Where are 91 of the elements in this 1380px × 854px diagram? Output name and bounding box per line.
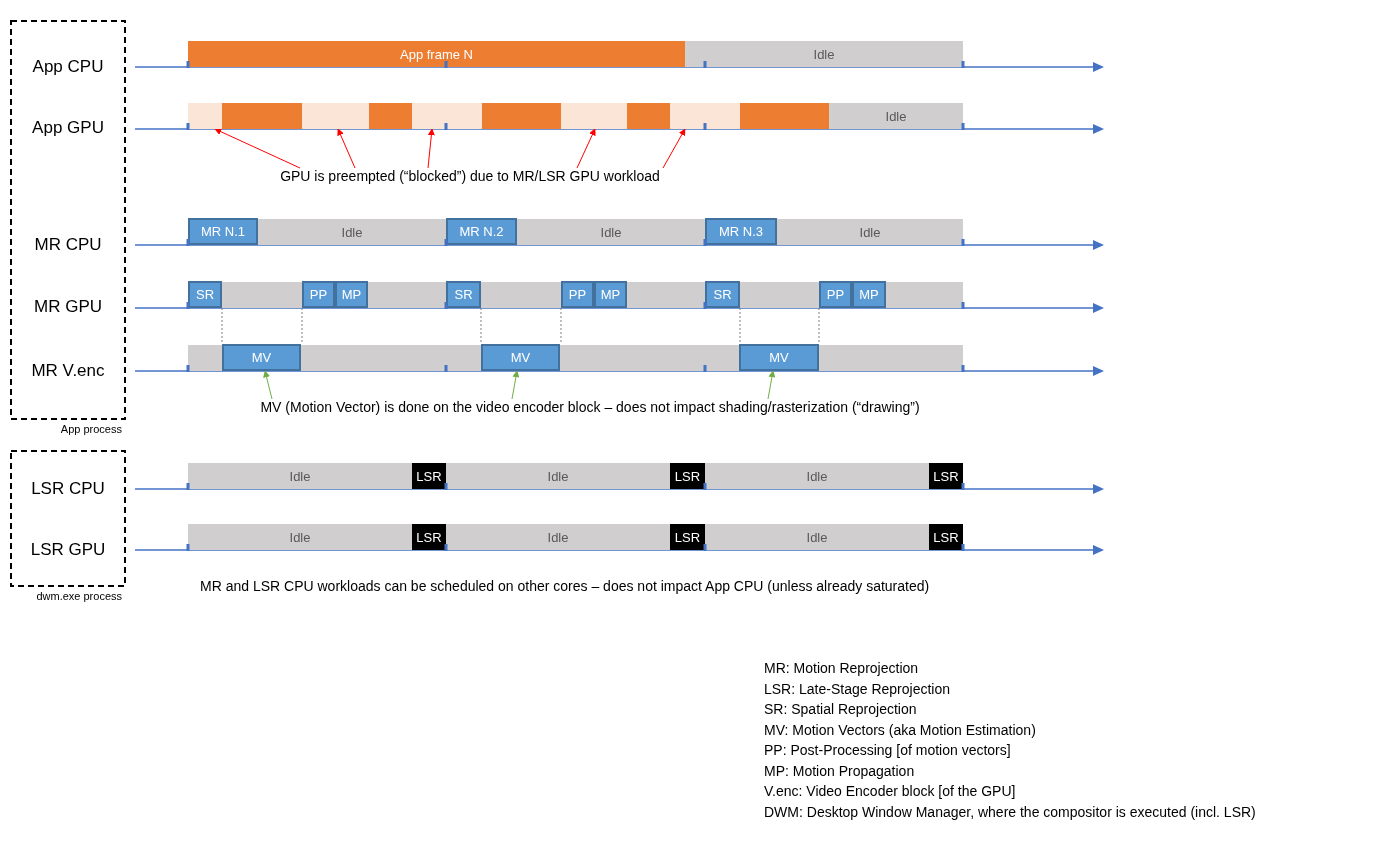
note-text: MR and LSR CPU workloads can be scheduled on other cores – does not impact App CPU (unless already saturated) xyxy=(200,578,930,594)
idle-bar xyxy=(222,282,302,308)
row-label: LSR GPU xyxy=(10,535,126,565)
glossary-entry: V.enc: Video Encoder block [of the GPU] xyxy=(764,783,1016,799)
idle-bar: Idle xyxy=(258,219,446,245)
idle-bar xyxy=(705,345,739,371)
task-block: SR xyxy=(705,281,740,308)
task-block: SR xyxy=(446,281,481,308)
guide-line xyxy=(301,307,303,345)
task-block: MR N.3 xyxy=(705,218,777,245)
row-label: App CPU xyxy=(10,52,126,82)
work-bar xyxy=(482,103,561,129)
idle-bar: Idle xyxy=(188,524,412,550)
task-block: MR N.2 xyxy=(446,218,517,245)
glossary-entry: SR: Spatial Reprojection xyxy=(764,701,917,717)
idle-bar xyxy=(560,345,705,371)
task-block: PP xyxy=(561,281,594,308)
glossary-entry: DWM: Desktop Window Manager, where the compositor is executed (incl. LSR) xyxy=(764,803,1256,820)
row-label: MR GPU xyxy=(10,292,126,322)
task-block: MP xyxy=(335,281,368,308)
task-block: LSR xyxy=(670,463,705,489)
blocked-bar xyxy=(302,103,369,129)
annotation: MV (Motion Vector) is done on the video encoder block – does not impact shading/rasterization (“drawing”) xyxy=(220,399,960,417)
idle-bar: Idle xyxy=(446,524,670,550)
row-label: App GPU xyxy=(10,113,126,143)
row-label: LSR CPU xyxy=(10,474,126,504)
blocked-bar xyxy=(412,103,482,129)
leader-arrow xyxy=(576,128,596,169)
task-block: PP xyxy=(819,281,852,308)
group-caption: App process xyxy=(60,423,122,435)
idle-bar xyxy=(368,282,446,308)
glossary-entry: MP: Motion Propagation xyxy=(764,762,915,779)
idle-bar: Idle xyxy=(705,524,929,550)
idle-bar: Idle xyxy=(705,463,929,489)
work-bar xyxy=(222,103,302,129)
leader-arrow xyxy=(263,370,273,400)
work-bar xyxy=(740,103,829,129)
guide-line xyxy=(480,307,482,345)
task-block: SR xyxy=(188,281,222,308)
task-block: LSR xyxy=(929,524,963,550)
idle-bar: Idle xyxy=(829,103,963,129)
leader-arrow xyxy=(214,128,301,169)
idle-bar xyxy=(627,282,705,308)
task-block: MV xyxy=(739,344,819,371)
task-block: LSR xyxy=(412,463,446,489)
work-bar xyxy=(627,103,670,129)
group-caption: dwm.exe process xyxy=(36,590,122,602)
guide-line xyxy=(560,307,562,345)
task-block: MP xyxy=(852,281,886,308)
glossary-entry: LSR: Late-Stage Reprojection xyxy=(764,680,950,697)
idle-bar xyxy=(740,282,819,308)
idle-bar xyxy=(886,282,963,308)
task-block: MR N.1 xyxy=(188,218,258,245)
process-group xyxy=(10,20,126,436)
leader-arrow xyxy=(767,370,776,400)
guide-line xyxy=(818,307,820,345)
blocked-bar xyxy=(561,103,627,129)
task-block: MV xyxy=(481,344,560,371)
blocked-bar xyxy=(188,103,222,129)
guide-line xyxy=(739,307,741,345)
task-block: MV xyxy=(222,344,301,371)
idle-bar xyxy=(819,345,963,371)
idle-bar xyxy=(446,345,481,371)
idle-bar xyxy=(188,345,222,371)
work-bar: App frame N xyxy=(188,41,685,67)
idle-bar: Idle xyxy=(777,219,963,245)
leader-arrow xyxy=(511,370,520,400)
annotation: GPU is preempted (“blocked”) due to MR/LSR GPU workload xyxy=(230,168,710,186)
idle-bar: Idle xyxy=(685,41,963,67)
task-block: LSR xyxy=(412,524,446,550)
leader-arrow xyxy=(662,128,686,169)
row-label: MR V.enc xyxy=(10,356,126,386)
row-label: MR CPU xyxy=(10,230,126,260)
glossary-entry: PP: Post-Processing [of motion vectors] xyxy=(764,742,1011,758)
idle-bar: Idle xyxy=(517,219,705,245)
work-bar xyxy=(369,103,412,129)
task-block: LSR xyxy=(670,524,705,550)
idle-bar: Idle xyxy=(446,463,670,489)
idle-bar: Idle xyxy=(188,463,412,489)
process-group xyxy=(10,450,126,604)
task-block: PP xyxy=(302,281,335,308)
guide-line xyxy=(221,307,223,345)
leader-arrow xyxy=(337,128,356,169)
glossary-entry: MV: Motion Vectors (aka Motion Estimation) xyxy=(764,721,1036,738)
task-block: LSR xyxy=(929,463,963,489)
blocked-bar xyxy=(670,103,740,129)
glossary-entry: MR: Motion Reprojection xyxy=(764,660,919,676)
idle-bar xyxy=(481,282,561,308)
task-block: MP xyxy=(594,281,627,308)
leader-arrow xyxy=(427,128,435,169)
idle-bar xyxy=(301,345,446,371)
